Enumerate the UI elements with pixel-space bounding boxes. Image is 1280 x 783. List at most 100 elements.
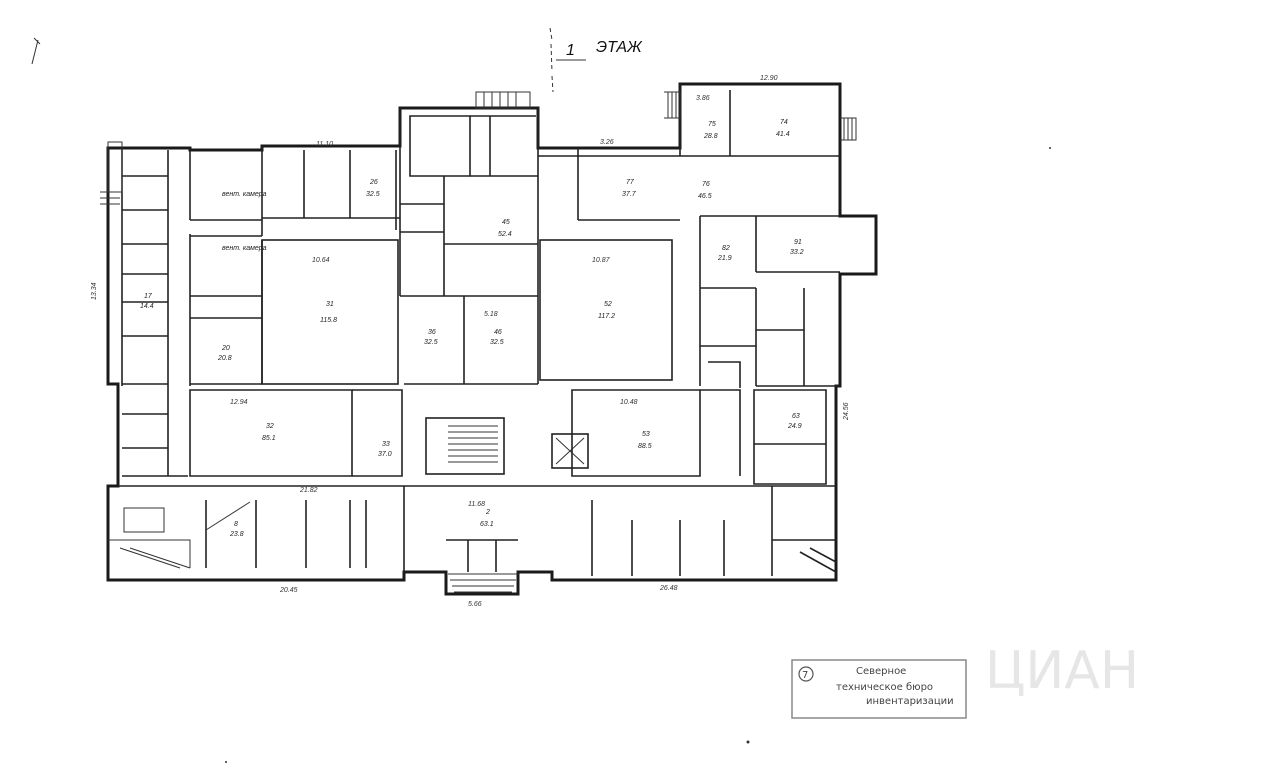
svg-text:52.4: 52.4 bbox=[498, 231, 512, 238]
svg-text:63.1: 63.1 bbox=[480, 521, 494, 528]
room-91-label: 91 33.2 bbox=[790, 239, 804, 256]
room-53-label: 53 88.5 bbox=[638, 431, 652, 450]
svg-text:21.9: 21.9 bbox=[717, 255, 732, 262]
central-block bbox=[261, 91, 680, 385]
room-20-label: 20 20.8 bbox=[217, 345, 232, 362]
room-45-label: 45 52.4 bbox=[498, 219, 512, 238]
svg-text:117.2: 117.2 bbox=[598, 313, 615, 320]
svg-text:74: 74 bbox=[780, 119, 788, 126]
room-2-label: 2 63.1 bbox=[480, 509, 494, 528]
svg-text:32.5: 32.5 bbox=[490, 339, 504, 346]
floor-number: 1 bbox=[566, 42, 575, 59]
svg-text:36: 36 bbox=[428, 329, 436, 336]
dimension-labels: 11.10 12.90 3.26 10.64 10.87 12.94 10.48… bbox=[91, 75, 850, 608]
svg-text:82: 82 bbox=[722, 245, 730, 252]
svg-text:28.8: 28.8 bbox=[703, 133, 718, 140]
stamp-line-3: инвентаризации bbox=[866, 696, 954, 707]
right-wing bbox=[552, 84, 857, 576]
svg-text:32.5: 32.5 bbox=[366, 191, 380, 198]
left-wing bbox=[100, 141, 400, 477]
svg-text:17: 17 bbox=[144, 293, 153, 300]
corner-mark bbox=[31, 37, 41, 65]
stamp-number: 7 bbox=[802, 670, 808, 681]
svg-text:11.68: 11.68 bbox=[468, 501, 485, 508]
svg-text:3.26: 3.26 bbox=[600, 139, 614, 146]
room-46-label: 46 32.5 bbox=[490, 329, 504, 346]
svg-text:5.18: 5.18 bbox=[484, 311, 498, 318]
svg-text:75: 75 bbox=[708, 121, 716, 128]
room-75-label: 75 28.8 bbox=[703, 121, 718, 140]
scan-specks bbox=[225, 147, 1051, 763]
svg-text:53: 53 bbox=[642, 431, 650, 438]
svg-text:76: 76 bbox=[702, 181, 710, 188]
svg-text:91: 91 bbox=[794, 239, 802, 246]
svg-text:24.56: 24.56 bbox=[843, 402, 850, 421]
svg-text:85.1: 85.1 bbox=[262, 435, 276, 442]
svg-text:33: 33 bbox=[382, 441, 390, 448]
svg-text:11.10: 11.10 bbox=[316, 141, 333, 148]
svg-text:32: 32 bbox=[266, 423, 274, 430]
svg-text:12.94: 12.94 bbox=[230, 399, 248, 406]
svg-text:115.8: 115.8 bbox=[320, 317, 337, 324]
svg-text:8: 8 bbox=[234, 521, 238, 528]
room-52-label: 52 117.2 bbox=[598, 301, 615, 320]
room-63-label: 63 24.9 bbox=[787, 413, 802, 430]
room-36-label: 36 32.5 bbox=[424, 329, 438, 346]
room-33-label: 33 37.0 bbox=[378, 441, 392, 458]
svg-text:23.8: 23.8 bbox=[229, 531, 244, 538]
svg-text:10.87: 10.87 bbox=[592, 257, 611, 264]
svg-text:12.90: 12.90 bbox=[760, 75, 778, 82]
room-8-label: 8 23.8 bbox=[229, 521, 244, 538]
stamp-line-1: Северное bbox=[856, 666, 906, 677]
room-82-label: 82 21.9 bbox=[717, 245, 732, 262]
room-labels: 31 115.8 52 117.2 32 85.1 53 88.5 45 52.… bbox=[140, 119, 804, 538]
vent-chamber-mid-label: вент. камера bbox=[222, 245, 267, 252]
svg-text:26: 26 bbox=[369, 179, 378, 186]
svg-text:10.48: 10.48 bbox=[620, 399, 638, 406]
svg-text:20.45: 20.45 bbox=[279, 587, 298, 594]
svg-text:5.66: 5.66 bbox=[468, 601, 482, 608]
svg-text:46: 46 bbox=[494, 329, 502, 336]
floor-title: 1 ЭТАЖ bbox=[549, 27, 643, 93]
svg-text:26.48: 26.48 bbox=[659, 585, 678, 592]
svg-text:37.7: 37.7 bbox=[622, 191, 637, 198]
vent-chamber-top-label: вент. камера bbox=[222, 191, 267, 198]
svg-text:46.5: 46.5 bbox=[698, 193, 712, 200]
svg-text:52: 52 bbox=[604, 301, 612, 308]
room-32-label: 32 85.1 bbox=[262, 423, 276, 442]
watermark-text: ЦИАН bbox=[985, 641, 1139, 701]
stamp-line-2: техническое бюро bbox=[836, 682, 933, 693]
axis-mark bbox=[549, 27, 554, 93]
room-52-outline bbox=[539, 239, 673, 381]
floor-word: ЭТАЖ bbox=[596, 39, 643, 56]
stair-core bbox=[404, 417, 589, 593]
inventory-stamp: 7 Северное техническое бюро инвентаризац… bbox=[791, 659, 967, 719]
svg-text:63: 63 bbox=[792, 413, 800, 420]
room-17-label: 17 14.4 bbox=[140, 293, 154, 310]
room-31-outline bbox=[261, 239, 399, 385]
svg-text:10.64: 10.64 bbox=[312, 257, 330, 264]
svg-text:41.4: 41.4 bbox=[776, 131, 790, 138]
svg-text:20.8: 20.8 bbox=[217, 355, 232, 362]
svg-text:21.82: 21.82 bbox=[299, 487, 318, 494]
lower-left-block bbox=[108, 389, 405, 572]
svg-text:2: 2 bbox=[485, 509, 490, 516]
svg-text:20: 20 bbox=[221, 345, 230, 352]
svg-text:24.9: 24.9 bbox=[787, 423, 802, 430]
svg-text:13.34: 13.34 bbox=[91, 282, 98, 300]
svg-text:77: 77 bbox=[626, 179, 635, 186]
svg-text:45: 45 bbox=[502, 219, 510, 226]
svg-text:32.5: 32.5 bbox=[424, 339, 438, 346]
svg-text:31: 31 bbox=[326, 301, 334, 308]
room-26-label: 26 32.5 bbox=[366, 179, 380, 198]
svg-text:3.86: 3.86 bbox=[696, 95, 710, 102]
svg-text:88.5: 88.5 bbox=[638, 443, 652, 450]
svg-text:14.4: 14.4 bbox=[140, 303, 154, 310]
room-77-label: 77 37.7 bbox=[622, 179, 637, 198]
svg-text:33.2: 33.2 bbox=[790, 249, 804, 256]
room-31-label: 31 115.8 bbox=[320, 301, 337, 324]
room-74-label: 74 41.4 bbox=[776, 119, 790, 138]
svg-text:37.0: 37.0 bbox=[378, 451, 392, 458]
